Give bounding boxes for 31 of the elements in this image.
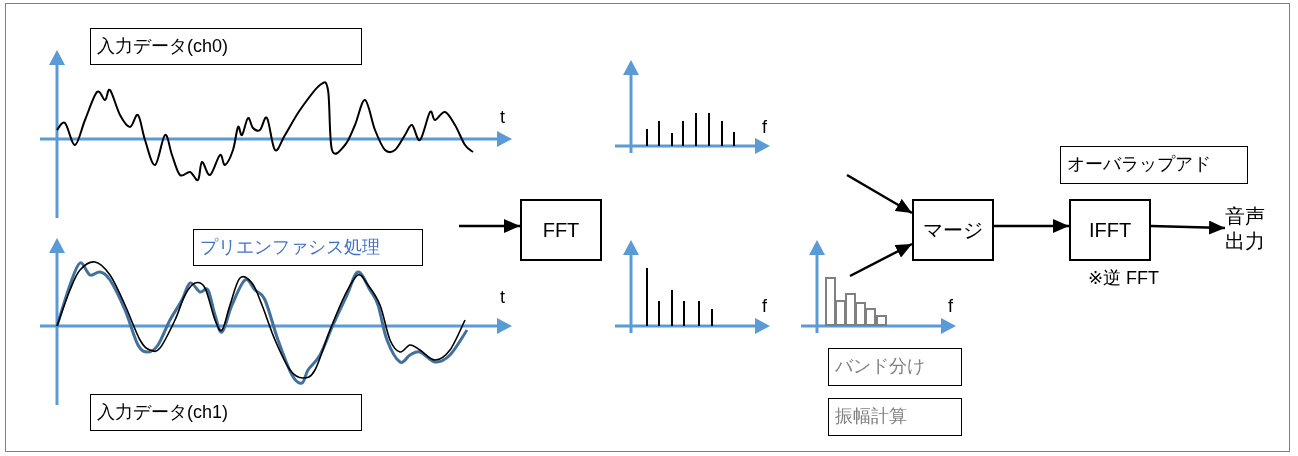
box-label: FFT xyxy=(542,218,580,242)
arrow xyxy=(994,219,1069,233)
box-label: マージ xyxy=(923,218,983,242)
axis-label: f xyxy=(762,297,767,315)
label-box xyxy=(90,394,362,431)
process-box xyxy=(520,199,602,261)
label-box xyxy=(1060,146,1248,184)
axis-label: t xyxy=(500,108,505,126)
label-box xyxy=(90,28,362,65)
box-label: オーバラップアド xyxy=(1067,154,1211,176)
box-label: プリエンファシス処理 xyxy=(200,236,380,259)
label-box xyxy=(828,398,962,436)
label-box xyxy=(828,348,962,386)
box-label: バンド分け xyxy=(835,356,925,378)
process-box xyxy=(912,199,994,261)
box-label: 入力データ(ch0) xyxy=(97,35,228,58)
arrow xyxy=(1150,220,1226,235)
bar-chart-drawing xyxy=(825,277,887,326)
axis-label: t xyxy=(500,288,505,306)
box-label: 振幅計算 xyxy=(835,406,907,428)
arrow xyxy=(459,219,520,233)
output-label: 音声出力 xyxy=(1225,204,1269,254)
axis-label: f xyxy=(948,297,953,315)
box-label: 入力データ(ch1) xyxy=(97,401,228,424)
label-box xyxy=(193,229,423,266)
note-text: ※逆 FFT xyxy=(1088,267,1160,290)
axis-label: f xyxy=(762,118,767,136)
box-label: IFFT xyxy=(1088,218,1132,242)
process-box xyxy=(1069,199,1151,261)
arrow xyxy=(849,242,913,278)
arrow xyxy=(846,173,913,215)
